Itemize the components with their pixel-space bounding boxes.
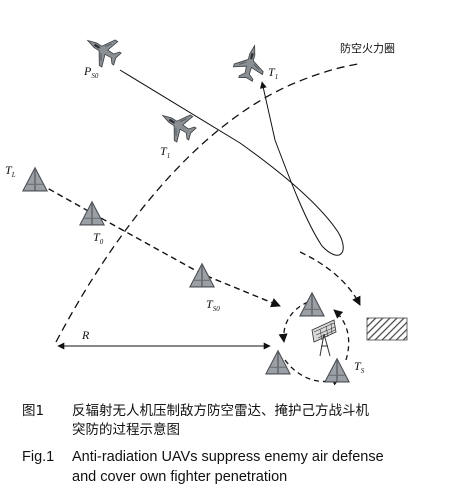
caption-cn-text1: 反辐射无人机压制敌方防空雷达、掩护己方战斗机	[72, 403, 369, 419]
uav-tl-icon	[22, 167, 48, 192]
label-ps0: PS0	[83, 64, 99, 80]
caption-en-number: Fig.1	[22, 449, 55, 465]
label-t1-top: T1	[268, 65, 278, 81]
caption-cn-line1: 图1 反辐射无人机压制敌方防空雷达、掩护己方战斗机	[22, 402, 369, 421]
caption-en-text1: Anti-radiation UAVs suppress enemy air d…	[72, 449, 384, 465]
caption-en-text2: and cover own fighter penetration	[72, 469, 288, 485]
radar-antenna-icon	[311, 319, 337, 357]
fighter-t1-top-icon	[230, 41, 270, 84]
caption-cn-line2: 突防的过程示意图	[22, 421, 180, 440]
caption-cn-text2: 突防的过程示意图	[72, 422, 180, 438]
uav-approach-path	[299, 251, 361, 306]
label-ts0: TS0	[206, 297, 220, 313]
diagram-canvas: PS0 T1 T1 TL T0 TS0 TS R 防空火力圈	[5, 27, 408, 386]
enemy-target-hatched	[366, 317, 408, 341]
uav-ts-icon	[324, 358, 350, 383]
uav-dashed-path	[39, 183, 281, 308]
uav-t0-icon	[79, 201, 105, 226]
fighter-trajectory	[119, 69, 344, 256]
uav-loop-left	[278, 301, 309, 343]
caption-en-line2: and cover own fighter penetration	[22, 468, 287, 487]
label-r: R	[81, 328, 90, 342]
uav-loop-right	[333, 309, 350, 361]
label-t0: T0	[93, 230, 104, 246]
fighter-t1-mid-icon	[154, 102, 201, 148]
label-tl: TL	[5, 163, 16, 179]
caption-en-line1: Fig.1 Anti-radiation UAVs suppress enemy …	[22, 448, 384, 467]
label-air-defense-zone: 防空火力圈	[340, 41, 395, 55]
caption-cn-number: 图1	[22, 403, 45, 419]
label-ts: TS	[354, 359, 365, 375]
uav-ts0-icon	[189, 263, 215, 288]
label-t1-mid: T1	[160, 144, 170, 160]
air-defense-circle-arc	[55, 63, 359, 343]
